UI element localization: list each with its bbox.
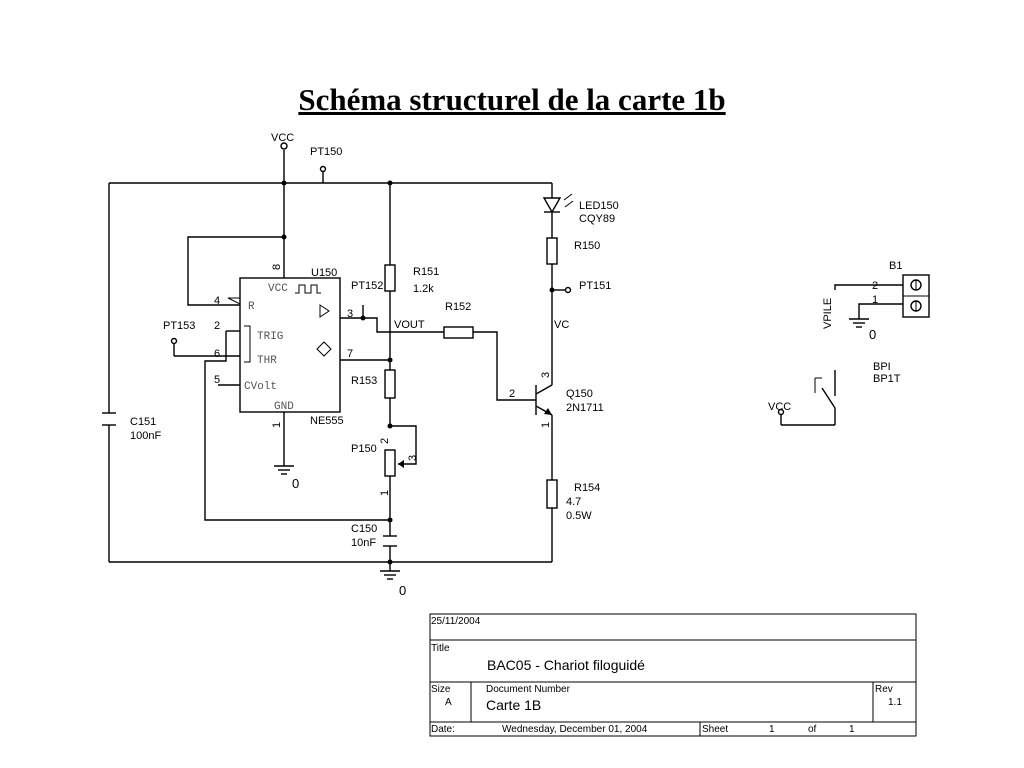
title-block [429,613,917,737]
junction-dots [281,180,555,565]
pin-b1-1: 1 [872,294,878,306]
pin-pot-1: 1 [379,490,391,496]
switch-bpi [777,370,836,426]
title-block-date-top: 25/11/2004 [431,616,481,627]
label-vc: VC [554,319,569,331]
resistor-r152 [443,326,474,339]
ic-pin-trig: TRIG [257,331,283,343]
pin-1: 1 [271,422,283,428]
page-title: Schéma structurel de la carte 1b [298,82,726,117]
pin-2: 2 [214,320,220,332]
wires [108,150,565,571]
ne555-ic: VCC R TRIG THR CVolt GND [227,277,341,413]
label-bpi-part: BP1T [873,373,901,385]
label-ne555: NE555 [310,415,344,427]
title-block-size-value: A [445,697,452,708]
label-pt153: PT153 [163,320,195,332]
connector-b1 [834,274,930,319]
ic-pin-cvolt: CVolt [244,381,277,393]
label-pt152: PT152 [351,280,383,292]
ic-pin-vcc: VCC [268,283,288,295]
pin-b1-2: 2 [872,280,878,292]
pin-pot-3: 3 [407,455,419,461]
pin-numbers: 8 4 2 6 5 1 3 7 2 3 1 2 3 1 2 1 [214,264,878,496]
resistor-r154 [546,479,558,509]
led150 [542,193,574,214]
title-block-title-label: Title [431,643,450,654]
label-vpile: VPILE [822,298,834,329]
pin-3: 3 [347,308,353,320]
label-c151-value: 100nF [130,430,161,442]
pin-pot-2: 2 [379,438,391,444]
label-r153: R153 [351,375,377,387]
title-block-date-value: Wednesday, December 01, 2004 [502,724,648,735]
label-r152: R152 [445,301,471,313]
pin-7: 7 [347,348,353,360]
label-c151: C151 [130,416,156,428]
label-led150: LED150 [579,200,619,212]
ic-pin-thr: THR [257,355,277,367]
label-gnd-0-c: 0 [869,327,876,342]
pin-5: 5 [214,374,220,386]
label-r151: R151 [413,266,439,278]
label-u150: U150 [311,267,337,279]
resistor-r151 [384,264,396,292]
pot-wiper-arrow [398,460,404,468]
capacitors [102,412,397,547]
label-gnd-0-a: 0 [292,476,299,491]
pin-q-base: 2 [509,388,515,400]
label-pt151: PT151 [579,280,611,292]
label-c150-value: 10nF [351,537,376,549]
label-q150: Q150 [566,388,593,400]
title-block-docnum-value: Carte 1B [486,697,542,713]
pin-6: 6 [214,348,220,360]
title-block-sheet-of: of [808,724,817,735]
label-bpi: BPI [873,361,891,373]
resistor-r150 [546,237,558,265]
resistors [384,237,558,509]
label-q150-part: 2N1711 [566,402,604,414]
pin-q-emitter: 1 [540,422,552,428]
label-led150-part: CQY89 [579,213,615,225]
transistor-q150 [535,384,553,416]
test-points [170,142,572,345]
label-r151-value: 1.2k [413,283,434,295]
title-block-rev-label: Rev [875,684,893,695]
title-block-size-label: Size [431,684,451,695]
title-block-sheet-number: 1 [769,724,775,735]
title-block-sheet-total: 1 [849,724,855,735]
label-vout: VOUT [394,319,425,331]
label-r154-value: 4.7 [566,496,581,508]
ic-pin-r: R [248,301,255,313]
ic-pin-gnd: GND [274,401,294,413]
pin-q-collector: 3 [540,372,552,378]
title-block-docnum-label: Document Number [486,684,570,695]
pin-4: 4 [214,295,220,307]
resistor-r153 [384,369,396,399]
label-gnd-0-b: 0 [399,583,406,598]
title-block-rev-value: 1.1 [888,697,902,708]
label-pt150: PT150 [310,146,342,158]
label-vcc-switch: VCC [768,401,791,413]
label-c150: C150 [351,523,377,535]
label-b1: B1 [889,260,902,272]
title-block-title-value: BAC05 - Chariot filoguidé [487,657,645,673]
label-r150: R150 [574,240,600,252]
potentiometer-p150 [384,449,396,477]
label-r154-power: 0.5W [566,510,592,522]
component-labels: VCC PT150 LED150 CQY89 R150 PT151 VC R15… [130,132,902,598]
label-p150: P150 [351,443,377,455]
label-r154: R154 [574,482,600,494]
title-block-sheet-label: Sheet [702,724,729,735]
label-vcc-top: VCC [271,132,294,144]
pin-8: 8 [271,264,283,270]
title-block-date-label: Date: [431,724,455,735]
